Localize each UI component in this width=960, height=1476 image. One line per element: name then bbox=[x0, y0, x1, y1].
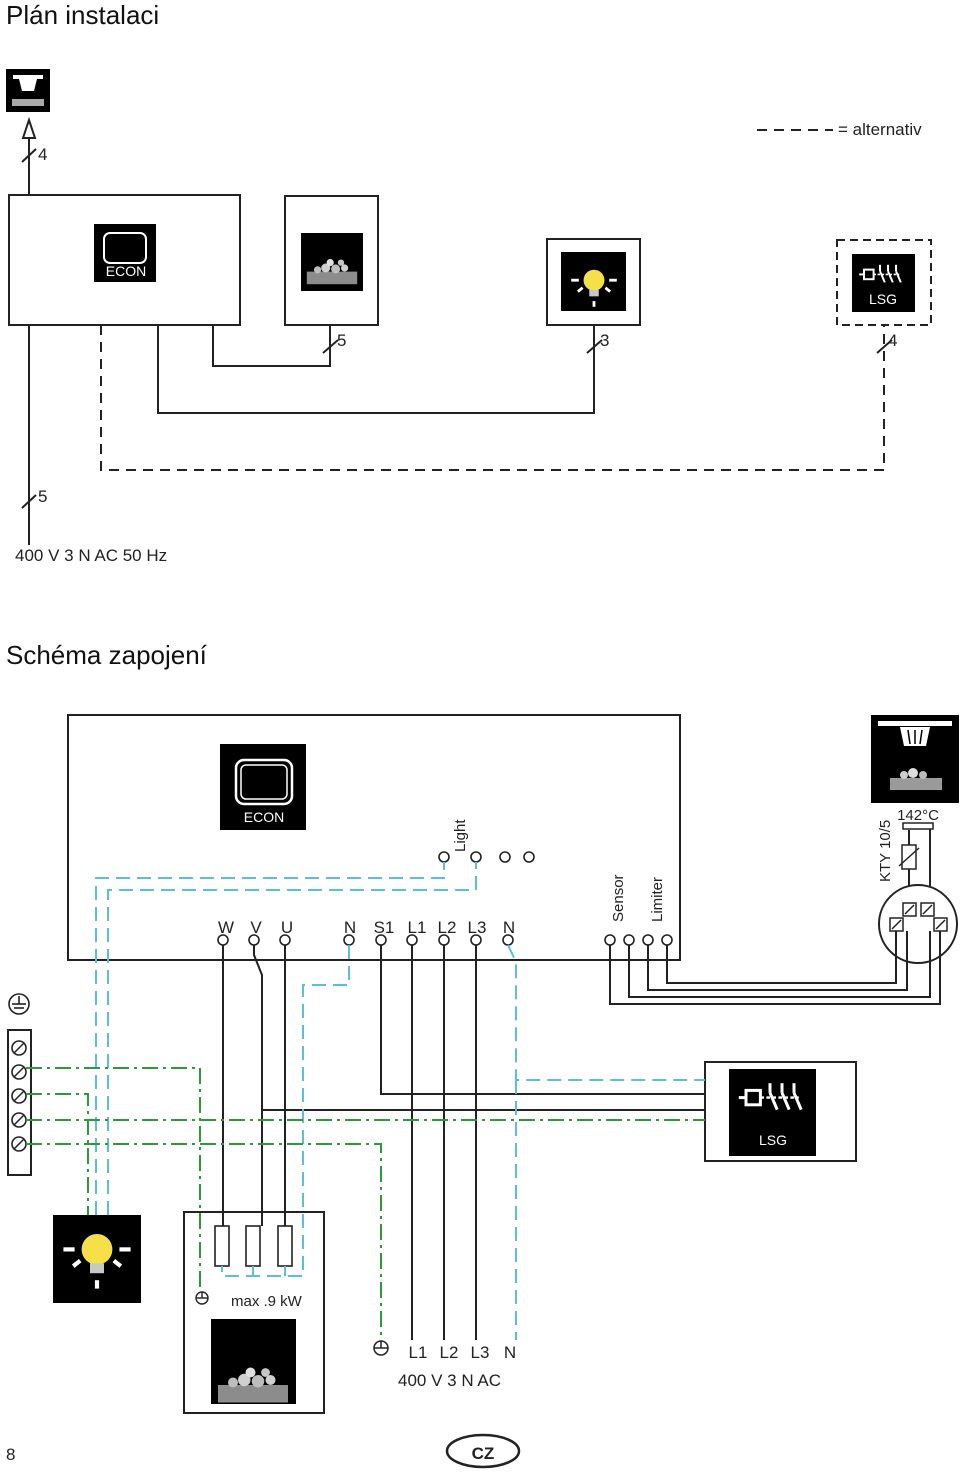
page-number: 8 bbox=[6, 1445, 15, 1464]
light-fixture bbox=[53, 1215, 141, 1303]
svg-text:L2: L2 bbox=[440, 1343, 459, 1362]
temperature-sensor: 142°C KTY 10/5 bbox=[871, 715, 959, 964]
cable-mark bbox=[21, 148, 37, 163]
svg-text:W: W bbox=[218, 918, 234, 937]
install-plan-title: Plán instalaci bbox=[6, 0, 160, 30]
wire-s1 bbox=[380, 945, 705, 1095]
svg-text:N: N bbox=[344, 918, 356, 937]
supply-voltage-schema: 400 V 3 N AC bbox=[398, 1371, 501, 1390]
svg-text:N: N bbox=[504, 1343, 516, 1362]
lsg-relay-box: LSG bbox=[704, 1061, 857, 1162]
lsg-unit-alternative: LSG bbox=[836, 239, 932, 326]
econ-label: ECON bbox=[106, 263, 146, 279]
svg-text:U: U bbox=[281, 918, 293, 937]
wiring-diagram-title: Schéma zapojení bbox=[6, 640, 207, 670]
sensor-terminals bbox=[604, 934, 673, 946]
wire-light-live bbox=[107, 862, 477, 1215]
econ-label-schema: ECON bbox=[244, 809, 284, 825]
svg-text:L3: L3 bbox=[471, 1343, 490, 1362]
heater-power-label: max .9 kW bbox=[231, 1293, 303, 1310]
supply-labels: L1 L2 L3 N bbox=[409, 1343, 517, 1362]
wire-v bbox=[253, 945, 263, 1226]
svg-text:CZ: CZ bbox=[472, 1444, 495, 1463]
cable-count-supply: 5 bbox=[38, 487, 47, 506]
heater-box: max .9 kW bbox=[183, 1211, 325, 1414]
sensor-connector bbox=[21, 116, 37, 195]
ground-icon bbox=[8, 993, 30, 1015]
sensor-terminal-label: Sensor bbox=[610, 874, 627, 922]
wire-neutral-heater bbox=[221, 945, 350, 1277]
relay-icon bbox=[852, 254, 915, 312]
cable-count-light: 3 bbox=[600, 331, 609, 350]
sensor-cable-2 bbox=[628, 931, 931, 998]
svg-text:L1: L1 bbox=[408, 918, 427, 937]
lsg-label-plan: LSG bbox=[869, 291, 897, 307]
legend-label: = alternativ bbox=[838, 120, 922, 139]
terminal-labels: W V U N S1 L1 L2 L3 N bbox=[218, 918, 515, 937]
lsg-cable-alternative bbox=[100, 325, 885, 471]
svg-text:V: V bbox=[250, 918, 262, 937]
ground-terminal-strip bbox=[7, 1029, 32, 1176]
sensor-type-label: KTY 10/5 bbox=[877, 820, 894, 882]
light-unit bbox=[546, 238, 641, 326]
sensor-cable-1 bbox=[609, 931, 941, 1005]
svg-text:N: N bbox=[503, 918, 515, 937]
limiter-terminal-label: Limiter bbox=[649, 877, 666, 922]
sensor-cable-3 bbox=[647, 931, 908, 991]
cable-count-lsg: 4 bbox=[888, 331, 897, 350]
ground-wire-supply bbox=[26, 1143, 382, 1340]
econ-control-unit: ECON bbox=[67, 714, 681, 961]
heater-cable bbox=[212, 325, 331, 367]
sensor-icon bbox=[6, 69, 50, 112]
control-unit: ECON bbox=[8, 194, 241, 326]
svg-text:S1: S1 bbox=[374, 918, 395, 937]
main-terminals bbox=[217, 934, 514, 946]
supply-voltage-plan: 400 V 3 N AC 50 Hz bbox=[15, 546, 167, 565]
sensor-cable-4 bbox=[666, 931, 897, 984]
cable-count-heater: 5 bbox=[337, 331, 346, 350]
wire-neutral-lsg bbox=[507, 944, 705, 1081]
country-badge: CZ bbox=[445, 1433, 521, 1469]
svg-text:L3: L3 bbox=[468, 918, 487, 937]
light-terminals bbox=[438, 851, 535, 863]
svg-text:L1: L1 bbox=[409, 1343, 428, 1362]
supply-ground-icon bbox=[373, 1340, 389, 1356]
relay-icon bbox=[729, 1069, 816, 1156]
wire-light-return bbox=[95, 862, 445, 1215]
light-cable bbox=[157, 325, 595, 414]
lsg-label: LSG bbox=[759, 1132, 787, 1148]
temp-limit-label: 142°C bbox=[897, 807, 939, 824]
svg-text:L2: L2 bbox=[438, 918, 457, 937]
ground-wire-heater bbox=[26, 1067, 201, 1290]
light-terminal-label: Light bbox=[452, 819, 469, 852]
ground-wire-light bbox=[26, 1093, 89, 1215]
cable-count-sensor: 4 bbox=[38, 145, 47, 164]
heater-unit bbox=[284, 195, 379, 326]
